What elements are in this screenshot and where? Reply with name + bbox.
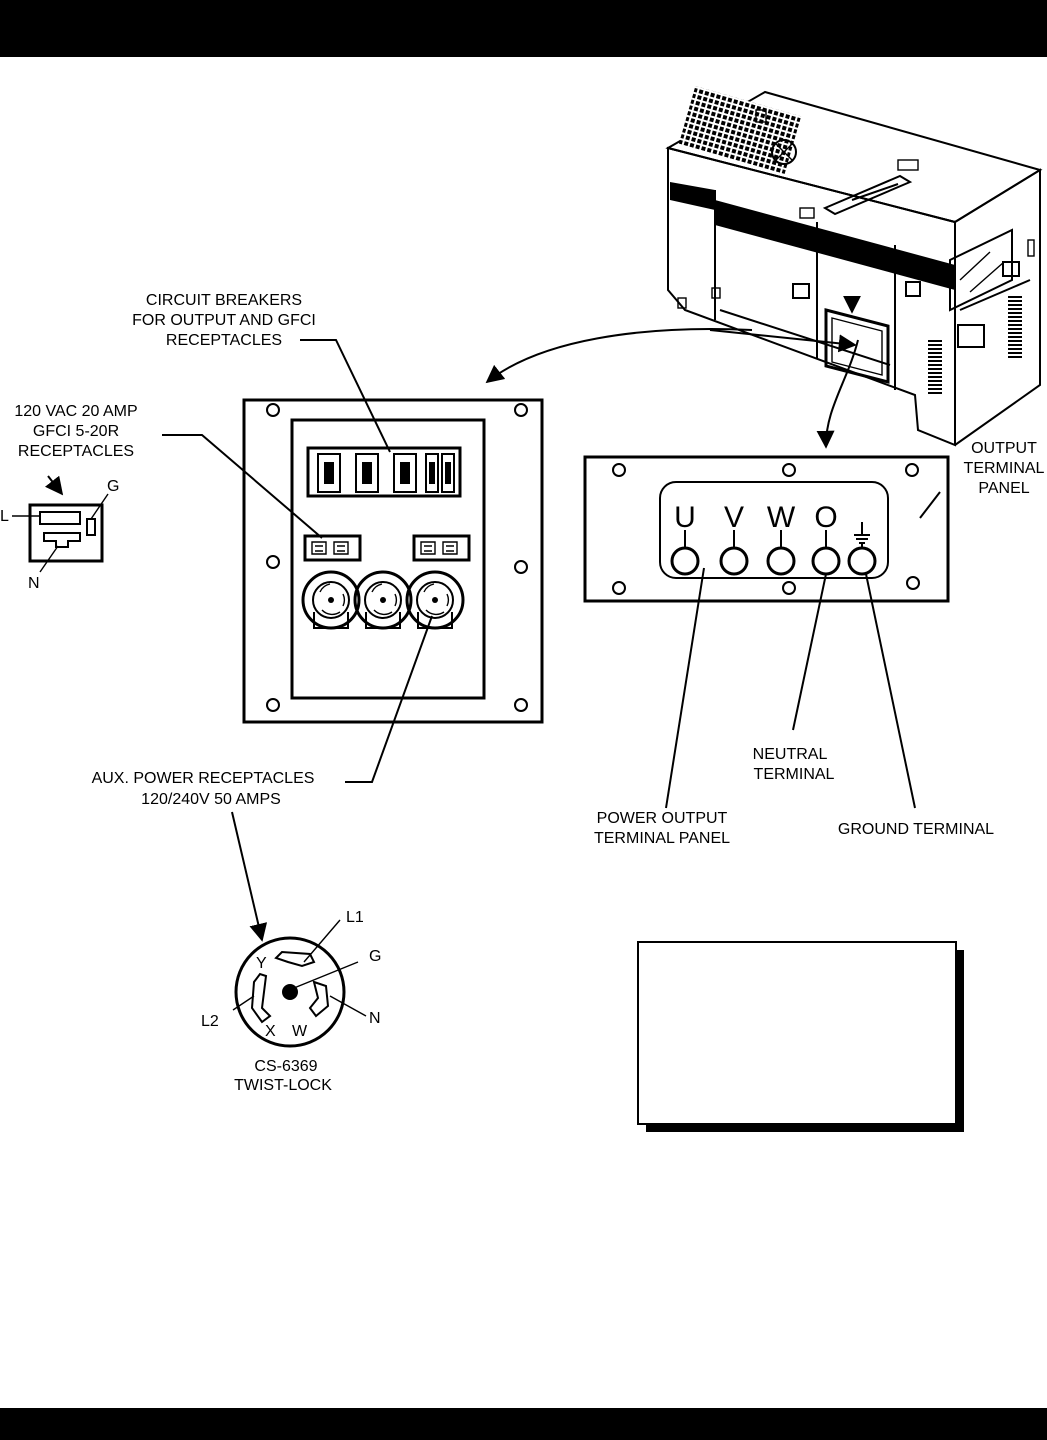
- ground-terminal-label: GROUND TERMINAL: [838, 821, 994, 838]
- leader-gfci: [162, 434, 323, 539]
- power-output-label-2: TERMINAL PANEL: [594, 830, 730, 847]
- twist-pin-l1: L1: [346, 909, 364, 926]
- radiator-cap: [771, 139, 797, 165]
- twist-pin-x: X: [265, 1023, 276, 1040]
- aux-power-label-1: AUX. POWER RECEPTACLES: [92, 770, 315, 787]
- terminal-label-o: O: [814, 501, 837, 534]
- gfci-pin-l: L: [0, 508, 9, 525]
- terminal-label-u: U: [674, 501, 696, 534]
- twist-pin-w: W: [292, 1023, 308, 1040]
- arrow-to-control-panel: [485, 328, 753, 384]
- neutral-terminal-label-2: TERMINAL: [754, 766, 835, 783]
- twist-lock-detail: [231, 811, 367, 1048]
- leader-output-panel: [919, 491, 941, 519]
- twist-pin-y: Y: [256, 955, 267, 972]
- terminal-label-v: V: [724, 501, 744, 534]
- header-bar: [0, 0, 1047, 57]
- gfci-label-1: 120 VAC 20 AMP: [14, 403, 137, 420]
- leader-aux: [345, 615, 433, 783]
- twist-pin-n: N: [369, 1010, 381, 1027]
- output-panel-label-2: TERMINAL: [964, 460, 1045, 477]
- arrow-into-generator: [709, 329, 857, 353]
- terminal-w[interactable]: [766, 530, 796, 576]
- gfci-pin-g: G: [107, 478, 119, 495]
- roof-grill: [678, 86, 802, 174]
- output-panel-label-3: PANEL: [978, 480, 1029, 497]
- twist-lock-label-1: CS-6369: [254, 1058, 317, 1075]
- aux-receptacle-1[interactable]: [301, 570, 361, 630]
- aux-receptacle-3[interactable]: [405, 570, 465, 630]
- side-vent-right: [1008, 296, 1022, 358]
- gfci-detail: [12, 475, 109, 573]
- gfci-label-2: GFCI 5-20R: [33, 423, 119, 440]
- terminal-label-w: W: [767, 501, 796, 534]
- generator-illustration: MQ POWER: [665, 86, 1043, 447]
- output-panel-label-1: OUTPUT: [971, 440, 1037, 457]
- control-panel: [242, 398, 544, 724]
- gfci-receptacle-left[interactable]: [303, 534, 362, 562]
- twist-lock-label-2: TWIST-LOCK: [234, 1077, 332, 1094]
- terminal-ground[interactable]: [847, 522, 877, 576]
- neutral-terminal-label-1: NEUTRAL: [753, 746, 828, 763]
- gfci-label-3: RECEPTACLES: [18, 443, 134, 460]
- side-vent-left: [928, 338, 942, 394]
- aux-receptacle-2[interactable]: [353, 570, 413, 630]
- leader-circuit-breakers: [300, 339, 391, 453]
- control-panel-inner: [290, 418, 486, 700]
- footer-bar: [0, 1408, 1047, 1440]
- note-box: [637, 941, 964, 1132]
- leader-power-output: [665, 567, 705, 809]
- circuit-breakers-label-1: CIRCUIT BREAKERS: [146, 292, 302, 309]
- terminal-o[interactable]: [811, 530, 841, 576]
- arrow-to-output-panel: [816, 339, 859, 449]
- circuit-breakers-label-3: RECEPTACLES: [166, 332, 282, 349]
- gfci-pin-n: N: [28, 575, 40, 592]
- power-output-label-1: POWER OUTPUT: [597, 810, 728, 827]
- leader-neutral: [792, 573, 827, 731]
- output-terminal-panel: [583, 455, 950, 603]
- circuit-breakers-label-2: FOR OUTPUT AND GFCI: [132, 312, 316, 329]
- terminal-v[interactable]: [719, 530, 749, 576]
- leader-ground: [865, 573, 916, 809]
- circuit-breakers[interactable]: [306, 446, 462, 498]
- aux-power-label-2: 120/240V 50 AMPS: [141, 791, 281, 808]
- gfci-receptacle-right[interactable]: [412, 534, 471, 562]
- twist-pin-g: G: [369, 948, 381, 965]
- twist-pin-l2: L2: [201, 1013, 219, 1030]
- terminal-u[interactable]: [670, 530, 700, 576]
